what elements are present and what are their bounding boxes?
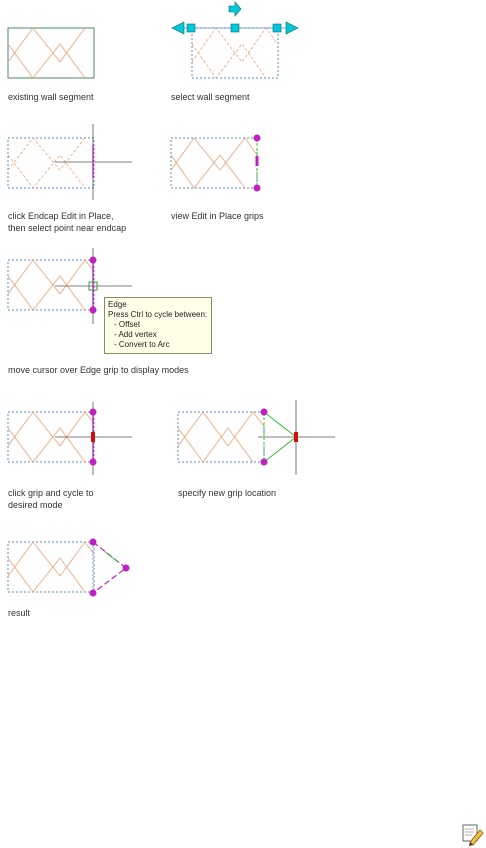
caption-endcap-edit-line2: then select point near endcap xyxy=(8,223,127,233)
vertex-grip-bottom[interactable] xyxy=(89,458,97,466)
vertex-grip-bottom[interactable] xyxy=(89,589,97,597)
tooltip-option-convert-arc: - Convert to Arc xyxy=(114,340,170,349)
caption-existing-wall: existing wall segment xyxy=(8,92,94,102)
active-edge-grip[interactable] xyxy=(91,432,95,442)
caption-result: result xyxy=(8,608,31,618)
vertex-grip-top[interactable] xyxy=(89,408,97,416)
vertex-grip-bottom[interactable] xyxy=(253,184,261,192)
wall-hatch xyxy=(191,27,279,79)
grip-arrow-left[interactable] xyxy=(171,21,185,35)
caption-edge-grip-modes: move cursor over Edge grip to display mo… xyxy=(8,365,189,375)
grip-arrow-up[interactable] xyxy=(228,1,242,17)
vertex-grip-top[interactable] xyxy=(89,256,97,264)
caption-new-grip-location: specify new grip location xyxy=(178,488,277,498)
tooltip-option-offset: - Offset xyxy=(114,320,141,329)
edge-grip-tooltip: Edge Press Ctrl to cycle between: - Offs… xyxy=(104,297,213,354)
tooltip-instruction: Press Ctrl to cycle between: xyxy=(108,310,208,319)
grip-arrow-right[interactable] xyxy=(285,21,299,35)
tooltip-option-add-vertex: - Add vertex xyxy=(114,330,157,339)
wall-outline xyxy=(7,27,95,79)
wall-hatch xyxy=(7,27,86,79)
result-edge xyxy=(92,541,127,594)
edge-grip[interactable] xyxy=(255,156,259,166)
caption-cycle-mode-line2: desired mode xyxy=(8,500,63,510)
grip-square-right[interactable] xyxy=(272,23,282,33)
vertex-grip-top[interactable] xyxy=(89,538,97,546)
caption-endcap-edit-line1: click Endcap Edit in Place, xyxy=(8,211,114,221)
grip-square-center[interactable] xyxy=(230,23,240,33)
caption-view-grips: view Edit in Place grips xyxy=(171,211,264,221)
caption-select-wall: select wall segment xyxy=(171,92,250,102)
vertex-grip-top[interactable] xyxy=(253,134,261,142)
pencil-icon[interactable] xyxy=(462,824,484,846)
grip-square-left[interactable] xyxy=(186,23,196,33)
vertex-grip-new[interactable] xyxy=(122,564,130,572)
cursor-pickbox xyxy=(88,281,98,291)
tooltip-title: Edge xyxy=(108,300,127,309)
vertex-grip-bottom[interactable] xyxy=(89,306,97,314)
caption-cycle-mode-line1: click grip and cycle to xyxy=(8,488,94,498)
